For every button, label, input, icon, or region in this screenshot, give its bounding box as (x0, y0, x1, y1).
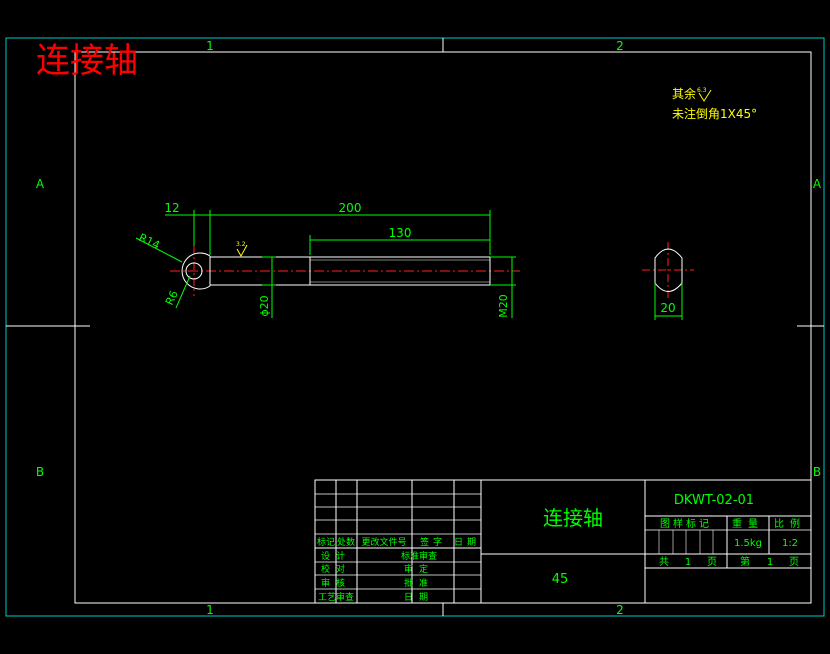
drawing-title: 连接轴 (36, 41, 138, 81)
note-line2: 未注倒角1X45° (672, 106, 757, 121)
zone-col-label-bottom: 1 (206, 603, 214, 617)
outer-frame (5, 37, 825, 617)
shaft-eye-head (181, 252, 211, 290)
rev-header-sign: 签字 (420, 536, 446, 548)
material: 45 (552, 572, 569, 587)
zone-col-label-top: 1 (206, 39, 214, 53)
zone-row-label-left: B (36, 465, 44, 479)
weight-value: 1.5kg (734, 538, 762, 549)
rev-header-mark: 标记 (317, 536, 335, 548)
roughness-icon (698, 89, 712, 102)
drawing-number: DKWT-02-01 (674, 493, 754, 508)
zone-row-label-right: B (813, 465, 821, 479)
col-scale: 比例 (774, 517, 806, 530)
part-name: 连接轴 (543, 506, 603, 530)
page-label: 页 (789, 556, 799, 568)
col-stage-mark: 图样标记 (660, 517, 712, 530)
title-block (314, 479, 812, 604)
dim-w20-text: 20 (660, 301, 675, 315)
sheet-label: 第 (740, 555, 750, 568)
zone-row-label-left: A (36, 177, 45, 191)
sign-ratify: 批准 (404, 577, 434, 589)
dim-130-text: 130 (389, 226, 412, 240)
sign-check: 校对 (321, 563, 351, 575)
total-pages: 1 (685, 557, 691, 568)
zone-row-label-right: A (813, 177, 822, 191)
shaft-hole (185, 262, 203, 280)
sign-design: 设计 (321, 550, 351, 562)
sign-review: 审核 (321, 577, 351, 589)
dim-phi20-text: ϕ20 (258, 295, 271, 316)
col-weight: 重量 (732, 517, 764, 530)
rev-header-count: 处数 (337, 536, 355, 548)
dim-r14-text: R14 (137, 231, 162, 252)
leader-r6 (175, 275, 191, 309)
roughness-3-2-text: 3.2 (236, 241, 246, 248)
zone-col-label-bottom: 2 (616, 603, 624, 617)
sign-process: 工艺审查 (318, 591, 354, 603)
dim-r6-text: R6 (163, 288, 181, 307)
dim-m20-text: M20 (497, 294, 510, 318)
rev-header-doc: 更改文件号 (361, 536, 406, 548)
rev-header-date: 日期 (454, 537, 480, 548)
dim-200-text: 200 (339, 201, 362, 215)
roughness-icon (236, 244, 248, 258)
sign-approve: 审定 (404, 563, 434, 575)
note-line1: 其余 (672, 86, 696, 101)
page-label: 页 (707, 556, 717, 568)
sign-standard: 标准审查 (401, 550, 437, 562)
sheet-number: 1 (767, 557, 773, 568)
leader-r14 (135, 237, 183, 263)
sign-date: 日期 (404, 592, 434, 603)
scale-value: 1:2 (782, 538, 798, 549)
dim-12-text: 12 (164, 201, 179, 215)
roughness-value: 6.3 (697, 87, 707, 94)
total-label: 共 (659, 556, 669, 568)
zone-col-label-top: 2 (616, 39, 624, 53)
